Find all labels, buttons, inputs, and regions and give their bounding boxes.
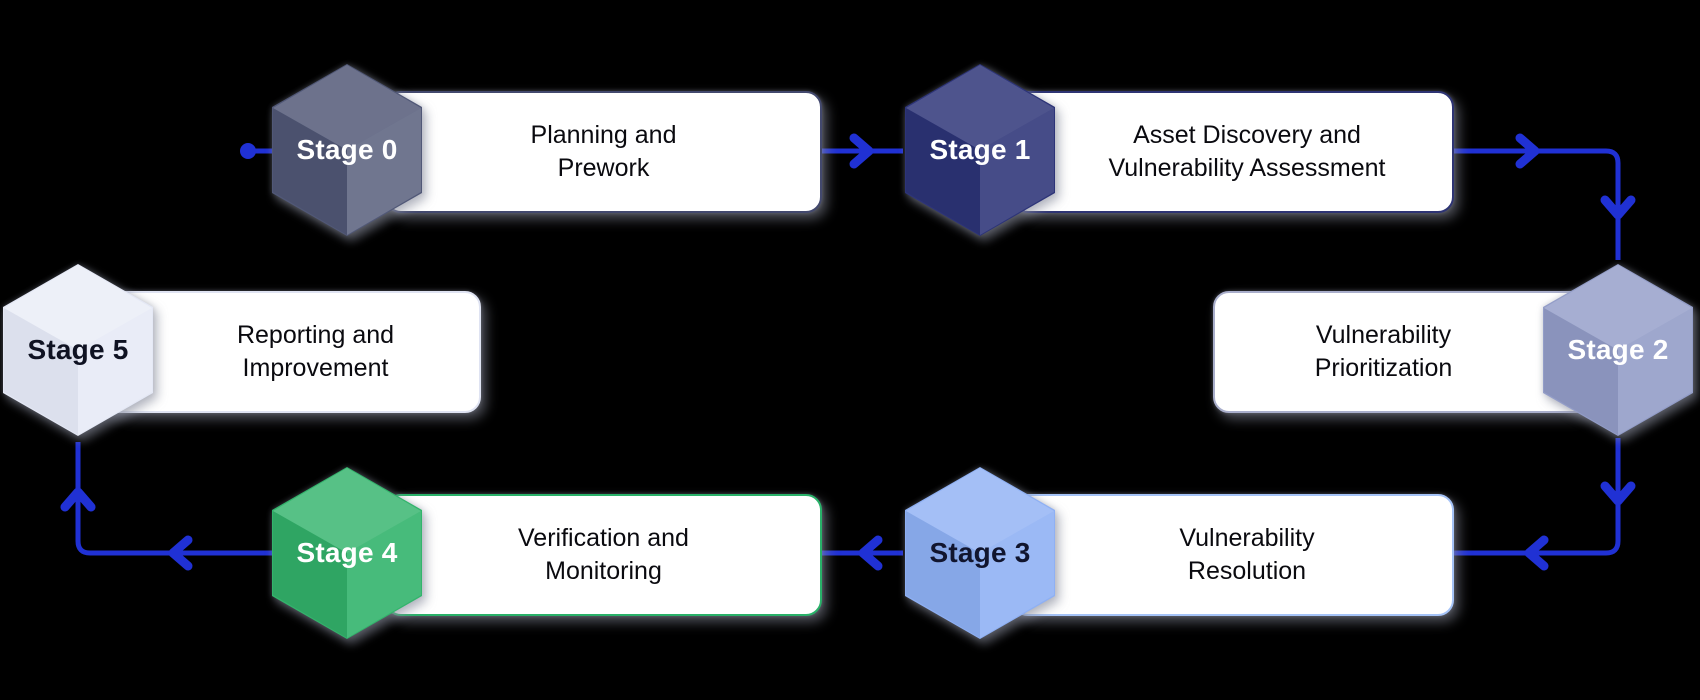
stage-0-label: Stage 0 [296,134,398,165]
stage-3-label: Stage 3 [929,537,1031,568]
arrowhead-up-icon [60,487,96,512]
stage-1-title: Asset Discovery and Vulnerability Assess… [1108,121,1386,182]
arrowhead-left-icon [1524,535,1549,571]
hexagon-icon [905,467,1055,639]
stage-5-label: Stage 5 [27,334,129,365]
hexagon-icon [272,467,422,639]
arrowhead-down-icon [1600,195,1636,220]
stage-4-title: Verification and Monitoring [518,524,689,585]
connector-stage-2-to-stage-3 [1452,438,1621,556]
stage-2-label: Stage 2 [1567,334,1669,365]
stage-0-box: Planning and Prework [385,91,822,213]
arrowhead-left-icon [168,535,193,571]
stage-4-hexagon: Stage 4 [272,467,422,639]
stage-3-hexagon: Stage 3 [905,467,1055,639]
stage-5-hexagon: Stage 5 [3,264,153,436]
stage-5-title: Reporting and Improvement [236,321,395,382]
connector-stage-4-to-stage-5 [75,442,272,556]
stage-0-hexagon: Stage 0 [272,64,422,236]
connector-stage-1-to-stage-2 [1450,148,1621,260]
flow-start-dot [240,143,256,159]
stage-4-label: Stage 4 [296,537,398,568]
stage-2-title: Vulnerability Prioritization [1314,321,1453,382]
stage-1-label: Stage 1 [929,134,1031,165]
stage-2-hexagon: Stage 2 [1543,264,1693,436]
hexagon-icon [905,64,1055,236]
stage-4-box: Verification and Monitoring [385,494,822,616]
arrowhead-left-icon [858,535,883,571]
arrowhead-right-icon [1515,133,1540,169]
hexagon-icon [3,264,153,436]
stage-5-box: Reporting and Improvement [100,291,481,413]
stage-2-box: Vulnerability Prioritization [1213,291,1594,413]
hexagon-icon [1543,264,1693,436]
stage-1-box: Asset Discovery and Vulnerability Assess… [1012,91,1454,213]
stage-0-title: Planning and Prework [530,121,677,182]
arrowhead-right-icon [849,133,874,169]
hexagon-icon [272,64,422,236]
arrowhead-down-icon [1600,481,1636,506]
stage-3-box: Vulnerability Resolution [1012,494,1454,616]
stage-1-hexagon: Stage 1 [905,64,1055,236]
stage-3-title: Vulnerability Resolution [1179,524,1315,585]
